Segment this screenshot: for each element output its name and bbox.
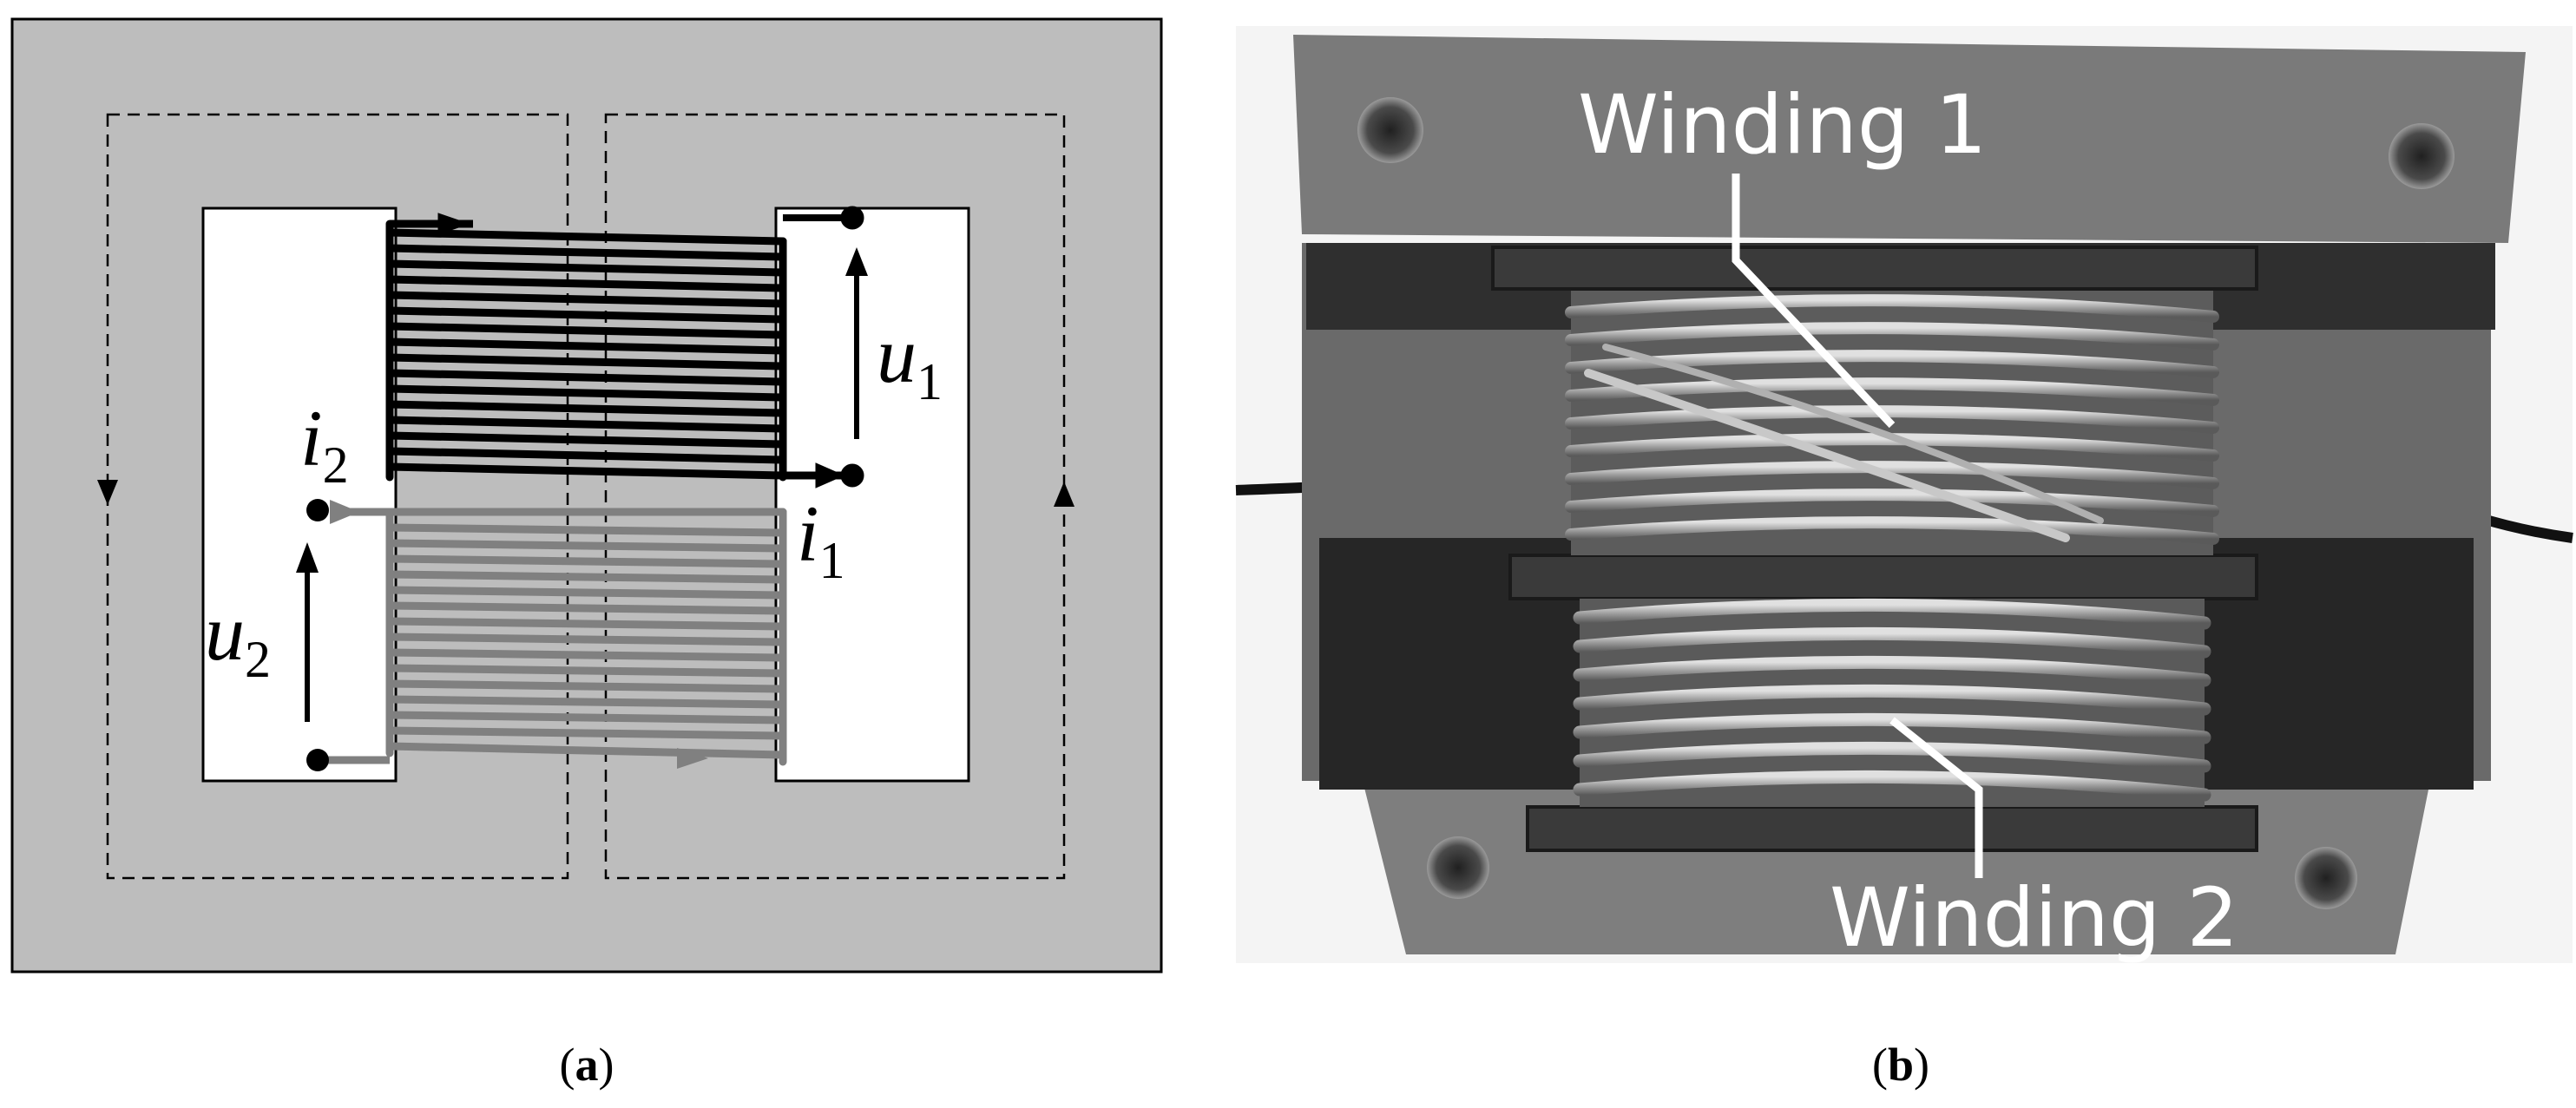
core-window-right [774, 207, 970, 783]
winding-1-current-arrow-top [437, 213, 470, 235]
flux-arrow-up [1054, 482, 1074, 507]
winding-1-turn [385, 353, 787, 370]
winding-2-turn [385, 633, 787, 646]
mounting-hole-top-right [2389, 123, 2454, 189]
winding-1-turn [385, 447, 787, 464]
winding-1-coil [385, 220, 787, 482]
u2-arrow-head [296, 542, 319, 573]
winding-2-turn [385, 539, 787, 553]
bobbin-flange-bottom [1526, 805, 2258, 852]
winding-2-ends [306, 499, 708, 771]
winding-2-photo [1573, 598, 2211, 807]
winding-1-turn [385, 462, 787, 480]
winding-1-turn [385, 431, 787, 449]
winding-1-turn [385, 275, 787, 292]
core-window-left [201, 207, 398, 783]
winding-1-terminal-top [840, 206, 864, 230]
winding-2-pointer [1889, 717, 1983, 878]
winding-2-turn [385, 523, 787, 537]
winding-2-turn [385, 648, 787, 662]
winding-1-turn [385, 244, 787, 261]
winding-1-label: Winding 1 [1578, 78, 1987, 173]
core-plate-top [1293, 35, 2526, 243]
winding-2-turn [385, 570, 787, 584]
panel-a-caption: (a) [560, 1039, 614, 1091]
winding-1-turn [385, 306, 787, 324]
panel-b-caption: (b) [1872, 1039, 1929, 1091]
panel-a-schematic: u1 u2 i1 i2 [10, 17, 1163, 974]
winding-2-coil [385, 508, 787, 766]
transformer-core [10, 17, 1163, 974]
winding-2-turn [385, 726, 787, 740]
winding-1-turn [385, 228, 787, 246]
u1-arrow-head [845, 247, 868, 276]
winding-2-turn [385, 711, 787, 724]
mounting-hole-bottom-right [2295, 847, 2357, 909]
winding-1-turn [385, 259, 787, 277]
winding-1-turn [385, 369, 787, 386]
winding-1-turn [385, 291, 787, 308]
i1-label: i1 [797, 489, 845, 589]
winding-1-turn [385, 400, 787, 417]
bobbin-flange-middle [1508, 554, 2258, 600]
panel-b-photo: Winding 1 Winding 2 [1235, 26, 2573, 966]
winding-2-turn [385, 554, 787, 568]
winding-2-current-arrow-bottom [677, 748, 708, 769]
i2-label: i2 [300, 394, 349, 494]
winding-2-terminal-top [306, 499, 329, 521]
winding-2-turn [385, 586, 787, 600]
winding-2-turn [385, 617, 787, 631]
winding-2-turn [385, 742, 787, 759]
mounting-hole-bottom-left [1427, 836, 1489, 899]
winding-2-turn [385, 664, 787, 678]
winding-1-turn [385, 416, 787, 433]
winding-1-pointer [1732, 174, 1896, 429]
winding-1-turn [385, 338, 787, 355]
winding-2-turn [385, 601, 787, 615]
winding-1-terminal-bottom [840, 463, 864, 488]
winding-2-terminal-bottom [306, 749, 329, 771]
u1-label: u1 [877, 311, 943, 410]
winding-2-turn [385, 679, 787, 693]
u2-label: u2 [205, 588, 271, 688]
winding-1-photo [1565, 291, 2219, 555]
flux-arrow-down [97, 480, 118, 505]
winding-1-turn [385, 384, 787, 402]
winding-2-turn [385, 695, 787, 709]
winding-2-label: Winding 2 [1830, 871, 2238, 966]
mounting-hole-top-left [1357, 97, 1423, 163]
winding-1-turn [385, 322, 787, 339]
winding-1-ends [390, 206, 864, 488]
i1-current-arrow [815, 462, 845, 488]
i2-current-arrow [330, 500, 359, 524]
bobbin-flange-top [1491, 246, 2258, 291]
